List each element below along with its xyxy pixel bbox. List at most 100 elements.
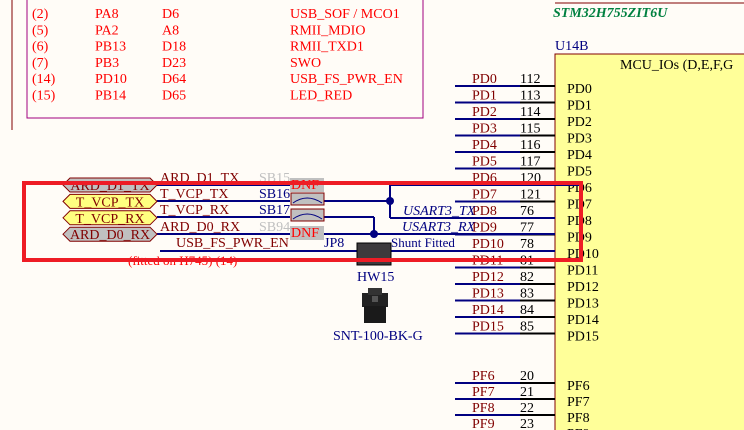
- pin-net-label: PD10: [472, 237, 504, 252]
- pin-name: PD11: [567, 264, 598, 279]
- table-cell-pin: PB13: [95, 40, 126, 55]
- port-label: ARD_D0_RX: [70, 228, 150, 243]
- highlight-box: [22, 181, 583, 262]
- pin-number: 84: [520, 303, 534, 318]
- pin-number: 121: [520, 188, 541, 203]
- table-cell-arduino: D23: [162, 56, 186, 71]
- net-port-t-vcp-tx[interactable]: T_VCP_TX: [62, 193, 158, 210]
- pin-net-label: PD2: [472, 105, 497, 120]
- net-port-ard-d1-tx[interactable]: ARD_D1_TX: [62, 177, 158, 194]
- table-cell-arduino: D64: [162, 72, 186, 87]
- pin-number: 21: [520, 385, 534, 400]
- table-cell-signal: USB_SOF / MCO1: [290, 7, 400, 22]
- pin-name: PF8: [567, 411, 590, 426]
- table-cell-num: (6): [32, 40, 49, 55]
- pin-net-label: PD1: [472, 89, 497, 104]
- pin-name: PD4: [567, 148, 592, 163]
- pin-name: PD13: [567, 297, 599, 312]
- table-cell-num: (7): [32, 56, 49, 71]
- jumper-shunt-icon: [362, 288, 388, 323]
- table-cell-arduino: A8: [162, 23, 179, 38]
- table-cell-arduino: D18: [162, 40, 186, 55]
- pin-net-label: PD5: [472, 155, 497, 170]
- sb94-dnf: DNF: [291, 226, 319, 241]
- table-cell-signal: LED_RED: [290, 89, 352, 104]
- pin-number: 113: [520, 89, 540, 104]
- pin-number: 83: [520, 287, 534, 302]
- table-cell-pin: PA2: [95, 23, 119, 38]
- pin-number: 82: [520, 270, 534, 285]
- pin-name: PF6: [567, 379, 590, 394]
- pin-net-label: PD14: [472, 303, 504, 318]
- pin-name: PF7: [567, 395, 590, 410]
- pin-number: 22: [520, 401, 534, 416]
- junction-dot: [370, 230, 378, 238]
- table-cell-num: (14): [32, 72, 56, 87]
- pin-name: PD2: [567, 115, 592, 130]
- pin-number: 114: [520, 105, 540, 120]
- table-cell-pin: PB14: [95, 89, 126, 104]
- pin-number: 112: [520, 72, 540, 87]
- sb15-dnf: DNF: [291, 178, 319, 193]
- pin-net-label: PF8: [472, 401, 495, 416]
- net-label-usart3-tx: USART3_TX: [403, 204, 476, 219]
- net-label-usb-fs-pwr-en: USB_FS_PWR_EN: [176, 236, 289, 251]
- pin-number: 20: [520, 369, 534, 384]
- net-port-ard-d0-rx[interactable]: ARD_D0_RX: [62, 226, 158, 243]
- bridge-arc: [292, 197, 323, 204]
- table-cell-signal: RMII_MDIO: [290, 23, 365, 38]
- pin-net-label: PF7: [472, 385, 495, 400]
- chip-body: [554, 53, 744, 430]
- pin-net-label: PD3: [472, 122, 497, 137]
- pin-net-label: PD8: [472, 204, 497, 219]
- table-cell-num: (15): [32, 89, 56, 104]
- pin-number: 76: [520, 204, 534, 219]
- pin-number: 116: [520, 138, 540, 153]
- pin-number: 117: [520, 155, 540, 170]
- pin-table-box: [26, 0, 424, 119]
- solder-bridge-sb16[interactable]: [290, 192, 325, 206]
- net-port-t-vcp-rx[interactable]: T_VCP_RX: [62, 210, 158, 227]
- bridge-arc: [292, 213, 323, 220]
- pin-row: PF923PF9: [472, 417, 590, 430]
- pin-number: 23: [520, 417, 534, 430]
- pin-number: 85: [520, 320, 534, 335]
- net-label-usart3-rx: USART3_RX: [402, 220, 476, 235]
- designator: U14B: [555, 39, 588, 54]
- pin-name: PD0: [567, 82, 592, 97]
- pin-net-label: PD7: [472, 188, 497, 203]
- port-label: T_VCP_TX: [76, 195, 144, 210]
- pin-name: PD1: [567, 99, 592, 114]
- jumper-part: SNT-100-BK-G: [333, 329, 423, 344]
- pin-name: PF9: [567, 427, 590, 430]
- solder-bridge-sb17[interactable]: [290, 208, 325, 222]
- pin-name: PD5: [567, 165, 592, 180]
- net-label-t-vcp-rx: T_VCP_RX: [160, 203, 229, 218]
- pin-net-label: PD4: [472, 138, 497, 153]
- sb94-label: SB94: [259, 220, 290, 235]
- table-cell-pin: PD10: [95, 72, 127, 87]
- pin-net-label: PD12: [472, 270, 504, 285]
- jumper-ref: JP8: [324, 236, 344, 251]
- table-cell-pin: PA8: [95, 7, 119, 22]
- pin-net-label: PF9: [472, 417, 495, 430]
- pin-net-label: PD9: [472, 221, 497, 236]
- chip-title: MCU_IOs (D,E,F,G: [620, 58, 733, 73]
- table-cell-pin: PB3: [95, 56, 119, 71]
- hw-ref: HW15: [357, 270, 394, 285]
- table-cell-arduino: D65: [162, 89, 186, 104]
- table-cell-num: (5): [32, 23, 49, 38]
- net-label-ard-d0-rx: ARD_D0_RX: [160, 220, 240, 235]
- pin-name: PD3: [567, 132, 592, 147]
- table-cell-arduino: D6: [162, 7, 179, 22]
